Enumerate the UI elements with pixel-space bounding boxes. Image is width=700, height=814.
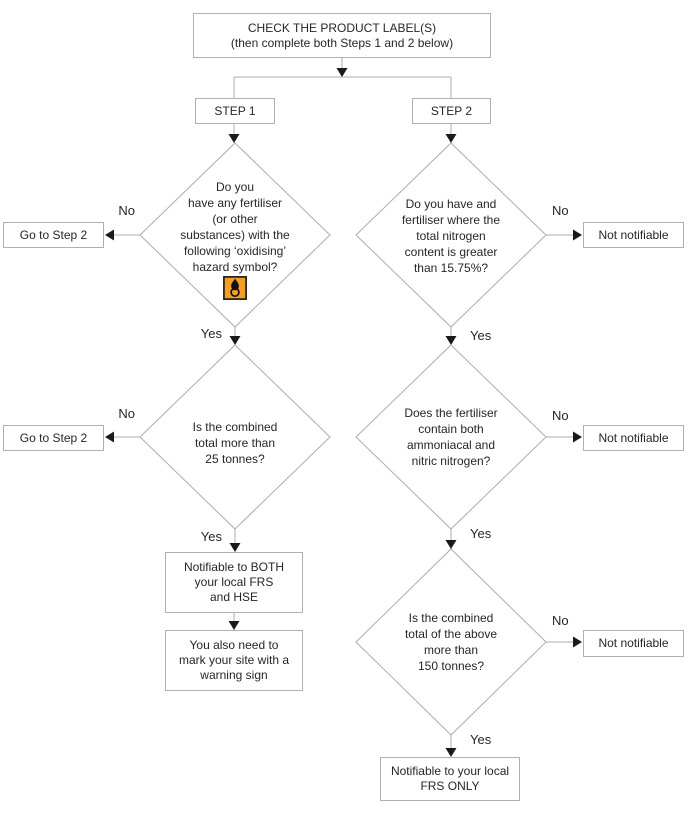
step2-header-box: STEP 2: [412, 98, 491, 124]
arrowhead-down: [229, 543, 241, 552]
go-to-step-2-label: Go to Step 2: [19, 430, 88, 445]
arrowhead-down: [445, 336, 457, 345]
not-notifiable-label: Not notifiable: [598, 430, 669, 445]
step1-header-label: STEP 1: [214, 103, 256, 118]
start-subtitle: (then complete both Steps 1 and 2 below): [230, 35, 454, 50]
arrowhead-down: [229, 336, 241, 345]
yes-label-step1-q1: Yes: [200, 326, 222, 341]
arrowheads: [105, 68, 582, 757]
notifiable-frs-only-label: Notifiable to your local FRS ONLY: [390, 764, 510, 793]
decision-diamond-shape: [139, 142, 331, 328]
hazard-icon-flame: [231, 278, 239, 291]
yes-label-step1-q2: Yes: [200, 529, 222, 544]
notifiable-both-frs-hse-box: Notifiable to BOTH your local FRS and HS…: [165, 552, 303, 613]
decision-diamond-shape: [355, 548, 547, 736]
step1-header-box: STEP 1: [195, 98, 275, 124]
arrowhead-down: [445, 748, 457, 757]
step2-question3-text: Is the combined total of the above more …: [404, 611, 498, 673]
notifiable-both-label: Notifiable to BOTH your local FRS and HS…: [183, 560, 285, 604]
arrowhead-down: [445, 134, 457, 143]
warning-sign-note-label: You also need to mark your site with a w…: [178, 638, 290, 682]
arrowhead-left: [105, 431, 114, 443]
no-label-step1-q2: No: [118, 406, 135, 421]
arrowhead-right: [573, 636, 582, 648]
oxidising-hazard-icon: [223, 276, 247, 300]
notifiable-frs-only-box: Notifiable to your local FRS ONLY: [380, 757, 520, 801]
yes-label-step2-q2: Yes: [470, 526, 492, 541]
not-notifiable-label: Not notifiable: [598, 227, 669, 242]
step2-header-label: STEP 2: [430, 103, 473, 118]
step2-question1-text: Do you have and fertiliser where the tot…: [401, 197, 501, 275]
go-to-step-2-label: Go to Step 2: [19, 227, 88, 242]
no-label-step1-q1: No: [118, 203, 135, 218]
start-title: CHECK THE PRODUCT LABEL(S): [247, 20, 437, 35]
yes-label-step2-q1: Yes: [470, 328, 492, 343]
no-label-step2-q1: No: [552, 203, 569, 218]
not-notifiable-label: Not notifiable: [598, 636, 669, 650]
not-notifiable-box-1: Not notifiable: [583, 222, 684, 248]
step1-question2-text: Is the combined total more than 25 tonne…: [192, 420, 278, 466]
yes-label-step2-q3: Yes: [470, 732, 492, 747]
not-notifiable-box-2: Not notifiable: [583, 425, 684, 451]
no-label-step2-q3: No: [552, 613, 569, 628]
warning-sign-note-box: You also need to mark your site with a w…: [165, 630, 303, 691]
arrowhead-right: [573, 229, 582, 241]
decision-diamond-shape: [139, 344, 331, 530]
arrowhead-left: [105, 229, 114, 241]
arrowhead-down: [336, 68, 348, 77]
go-to-step-2-box-2: Go to Step 2: [3, 425, 104, 451]
decision-diamond-shape: [355, 142, 547, 328]
arrowhead-down: [228, 621, 240, 630]
arrowhead-right: [573, 431, 582, 443]
start-box: CHECK THE PRODUCT LABEL(S) (then complet…: [193, 13, 491, 58]
arrowhead-down: [445, 540, 457, 549]
not-notifiable-box-3: Not notifiable: [583, 630, 684, 657]
arrowhead-down: [228, 134, 240, 143]
step1-question1-text: Do you have any fertiliser (or other sub…: [180, 180, 290, 274]
decision-diamond-shape: [355, 344, 547, 530]
decision-diamonds: [139, 142, 547, 736]
no-label-step2-q2: No: [552, 408, 569, 423]
step2-question2-text: Does the fertiliser contain both ammonia…: [404, 406, 498, 468]
connector-lines: [114, 58, 573, 750]
go-to-step-2-box-1: Go to Step 2: [3, 222, 104, 248]
